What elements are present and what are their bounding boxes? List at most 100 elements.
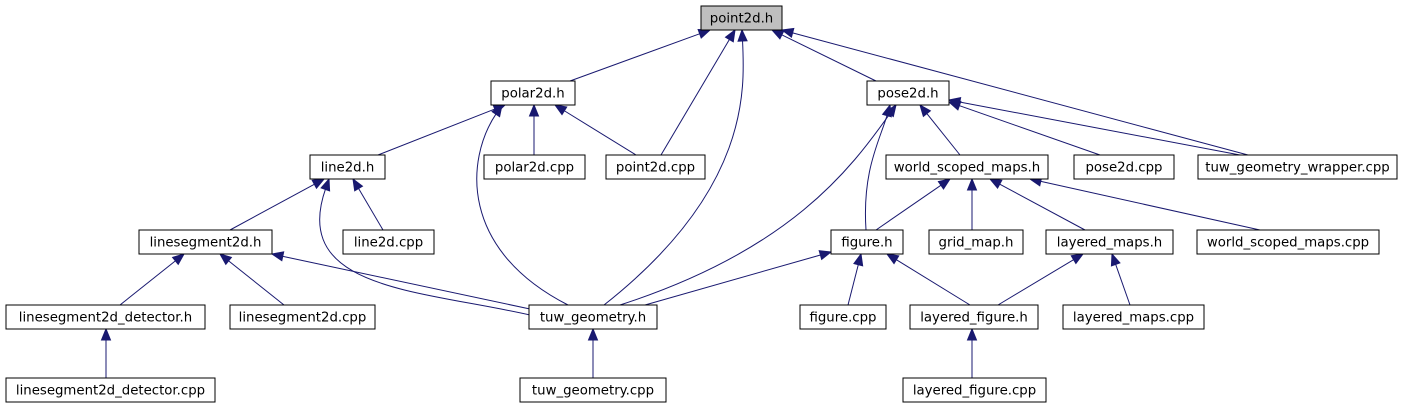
edge-line <box>319 188 531 316</box>
edge-figure_cpp-to-figure <box>847 252 864 306</box>
node-box <box>519 377 667 403</box>
node-layered-maps-cpp[interactable]: layered_maps.cpp <box>1062 304 1205 330</box>
edge-line <box>563 109 637 156</box>
node-world-scoped-maps[interactable]: world_scoped_maps.h <box>885 154 1049 180</box>
edge-line <box>864 114 888 231</box>
arrowhead <box>1070 253 1085 265</box>
edge-figure-to-pose2d <box>864 103 892 231</box>
edge-line <box>603 39 744 306</box>
edge-line <box>377 108 496 156</box>
arrowhead <box>553 104 568 116</box>
node-tuw-geometry[interactable]: tuw_geometry.h <box>528 304 658 330</box>
node-figure[interactable]: figure.h <box>830 229 904 255</box>
node-box <box>1062 304 1205 330</box>
arrowhead <box>885 253 900 265</box>
arrowhead <box>320 177 331 192</box>
node-box <box>830 229 904 255</box>
node-label: pose2d.h <box>877 87 938 102</box>
edge-pose2d-to-point2d <box>770 29 877 82</box>
arrowhead <box>311 178 326 190</box>
arrowhead <box>853 252 864 267</box>
node-line2d-cpp[interactable]: line2d.cpp <box>342 229 435 255</box>
node-box <box>528 304 658 330</box>
arrowhead <box>737 28 748 42</box>
edge-tuw_geometry-to-figure <box>644 250 833 306</box>
edge-line2d_cpp-to-line2d <box>352 177 384 231</box>
node-polar2d-cpp[interactable]: polar2d.cpp <box>483 154 586 180</box>
node-box <box>885 154 1049 180</box>
node-label: tuw_geometry.cpp <box>532 384 654 399</box>
node-world-scoped-maps-cpp[interactable]: world_scoped_maps.cpp <box>1196 229 1380 255</box>
edge-line <box>660 38 731 156</box>
node-polar2d[interactable]: polar2d.h <box>490 80 576 106</box>
node-point2d[interactable]: point2d.h <box>700 5 783 31</box>
node-pose2d-cpp[interactable]: pose2d.cpp <box>1073 154 1175 180</box>
node-box <box>909 304 1039 330</box>
node-linesegment2d[interactable]: linesegment2d.h <box>138 229 273 255</box>
node-tuw-geometry-cpp[interactable]: tuw_geometry.cpp <box>519 377 667 403</box>
node-box <box>309 154 386 180</box>
node-label: linesegment2d_detector.cpp <box>16 384 205 399</box>
node-label: line2d.h <box>321 161 375 176</box>
arrowhead <box>780 27 795 39</box>
edge-tuw_geometry-to-pose2d <box>619 103 897 306</box>
node-label: world_scoped_maps.cpp <box>1207 236 1369 251</box>
edge-line <box>1039 180 1261 231</box>
edge-line <box>569 32 701 82</box>
node-label: world_scoped_maps.h <box>894 161 1040 176</box>
node-grid-map[interactable]: grid_map.h <box>928 229 1024 255</box>
edge-line <box>958 104 1101 156</box>
arrowhead <box>587 327 599 341</box>
edge-line <box>780 33 877 82</box>
node-layered-maps[interactable]: layered_maps.h <box>1045 229 1174 255</box>
edge-tuw_geometry-to-line2d <box>319 177 531 316</box>
node-linesegment2d-detector[interactable]: linesegment2d_detector.h <box>5 304 206 330</box>
edge-linesegment2d-to-line2d <box>229 178 326 231</box>
node-box <box>1196 229 1380 255</box>
edge-layered_figure_cpp-to-layered_figure <box>966 327 978 378</box>
node-box <box>605 154 706 180</box>
edges-layer <box>100 27 1261 378</box>
node-box <box>866 80 950 106</box>
node-linesegment2d-cpp[interactable]: linesegment2d.cpp <box>229 304 376 330</box>
node-figure-cpp[interactable]: figure.cpp <box>799 304 887 330</box>
arrowhead <box>724 28 736 43</box>
node-box <box>928 229 1024 255</box>
edge-tuw_geometry_wrapper_cpp-to-point2d <box>780 27 1249 156</box>
edge-tuw_geometry-to-polar2d <box>476 103 569 306</box>
node-box <box>490 80 576 106</box>
node-label: figure.cpp <box>809 311 876 326</box>
arrowhead <box>818 250 833 261</box>
node-line2d[interactable]: line2d.h <box>309 154 386 180</box>
node-layered-figure[interactable]: layered_figure.h <box>909 304 1039 330</box>
arrowhead <box>270 251 285 262</box>
arrowhead <box>100 327 112 341</box>
node-box <box>700 5 783 31</box>
node-layered-figure-cpp[interactable]: layered_figure.cpp <box>902 377 1047 403</box>
node-label: figure.h <box>841 236 892 251</box>
node-pose2d[interactable]: pose2d.h <box>866 80 950 106</box>
edge-line <box>644 254 822 306</box>
arrowhead <box>966 327 978 341</box>
node-label: line2d.cpp <box>354 236 423 251</box>
edge-line <box>875 184 943 231</box>
edge-grid_map-to-world_scoped_maps <box>966 177 978 230</box>
arrowhead <box>770 29 785 40</box>
arrowhead <box>988 178 1003 190</box>
edge-line <box>1114 263 1131 306</box>
node-tuw-geometry-wrapper-cpp[interactable]: tuw_geometry_wrapper.cpp <box>1197 154 1398 180</box>
arrowhead <box>491 103 503 118</box>
edge-layered_maps_cpp-to-layered_maps <box>1110 252 1131 306</box>
node-point2d-cpp[interactable]: point2d.cpp <box>605 154 706 180</box>
edge-point2d_cpp-to-point2d <box>660 28 736 156</box>
node-label: layered_figure.h <box>920 311 1028 326</box>
edge-tuw_geometry-to-linesegment2d <box>270 251 531 310</box>
node-linesegment2d-detector-cpp[interactable]: linesegment2d_detector.cpp <box>5 377 216 403</box>
edge-line <box>958 101 1241 156</box>
edge-line <box>229 183 316 231</box>
edge-linesegment2d_detector_cpp-to-linesegment2d_detector <box>100 327 112 378</box>
edge-polar2d-to-point2d <box>569 29 712 82</box>
edge-line <box>997 258 1075 306</box>
node-box <box>5 377 216 403</box>
